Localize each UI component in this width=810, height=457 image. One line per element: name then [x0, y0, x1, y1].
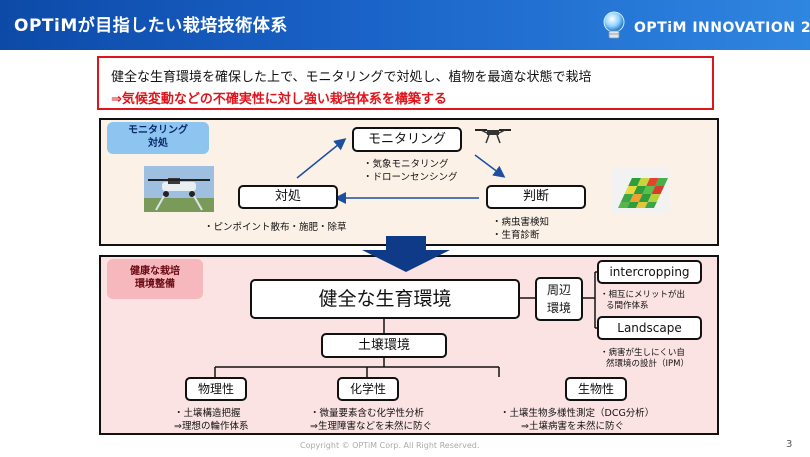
- monitoring-note-1: ・気象モニタリング: [363, 159, 449, 170]
- landscape-note-2: 然環境の設計（IPM）: [606, 359, 689, 369]
- page-number: 3: [786, 439, 793, 450]
- down-arrow-icon: [362, 236, 450, 272]
- environment-tag-line1: 健康な栽培: [130, 266, 180, 277]
- biological-note-2: ⇒土壌病害を未然に防ぐ: [521, 421, 624, 432]
- intercropping-note-1: ・相互にメリットが出: [600, 290, 686, 300]
- environment-tag: 健康な栽培 環境整備: [107, 259, 203, 299]
- node-surrounding-environment: 周辺 環境: [535, 277, 583, 321]
- node-physical: 物理性: [185, 377, 247, 401]
- node-intercropping: intercropping: [597, 260, 702, 284]
- chemical-note-2: ⇒生理障害などを未然に防ぐ: [310, 421, 432, 432]
- node-action: 対処: [238, 185, 338, 209]
- action-note: ・ピンポイント散布・施肥・除草: [204, 222, 347, 233]
- landscape-note-1: ・病害が生しにくい自: [600, 348, 685, 358]
- header-bar: [0, 0, 810, 50]
- node-biological: 生物性: [565, 377, 627, 401]
- intercropping-note-2: る間作体系: [606, 301, 649, 311]
- logo-text: OPTiM INNOVATION 2020: [634, 20, 810, 36]
- biological-note-1: ・土壌生物多様性測定（DCG分析）: [500, 408, 655, 419]
- node-soil-environment: 土壌環境: [321, 333, 447, 358]
- tree-connectors: [214, 271, 599, 377]
- copyright-text: Copyright © OPTiM Corp. All Right Reserv…: [300, 441, 480, 450]
- monitoring-note-2: ・ドローンセンシング: [363, 172, 458, 183]
- node-healthy-environment: 健全な生育環境: [250, 279, 520, 319]
- judgement-note-2: ・生育診断: [492, 230, 540, 241]
- monitoring-tag: モニタリング 対処: [107, 122, 209, 154]
- environment-tag-line2: 環境整備: [135, 279, 175, 290]
- physical-note-1: ・土壌構造把握: [174, 408, 241, 419]
- judgement-note-1: ・病虫害検知: [492, 217, 550, 228]
- node-chemical: 化学性: [337, 377, 399, 401]
- field-heatmap-icon: [612, 168, 670, 214]
- cycle-arrows: [296, 138, 506, 204]
- lightbulb-icon: [603, 11, 625, 39]
- summary-callout: 健全な生育環境を確保した上で、モニタリングで対処し、植物を最適な状態で栽培 ⇒気…: [97, 56, 714, 110]
- node-judgement: 判断: [486, 185, 586, 209]
- surround-line-1: 周辺: [546, 283, 571, 297]
- page-title: OPTiMが目指したい栽培技術体系: [14, 16, 288, 36]
- summary-line: 健全な生育環境を確保した上で、モニタリングで対処し、植物を最適な状態で栽培: [111, 70, 592, 85]
- goal-line: ⇒気候変動などの不確実性に対し強い栽培体系を構築する: [111, 92, 447, 107]
- monitoring-tag-line1: モニタリング: [128, 125, 188, 136]
- physical-note-2: ⇒理想の輪作体系: [174, 421, 249, 432]
- node-monitoring: モニタリング: [352, 127, 462, 152]
- chemical-note-1: ・微量要素含む化学性分析: [310, 408, 425, 419]
- surround-line-2: 環境: [546, 301, 571, 315]
- tractor-drone-photo: [144, 166, 214, 212]
- drone-icon: [475, 129, 511, 144]
- monitoring-tag-line2: 対処: [148, 138, 168, 149]
- node-landscape: Landscape: [597, 316, 702, 340]
